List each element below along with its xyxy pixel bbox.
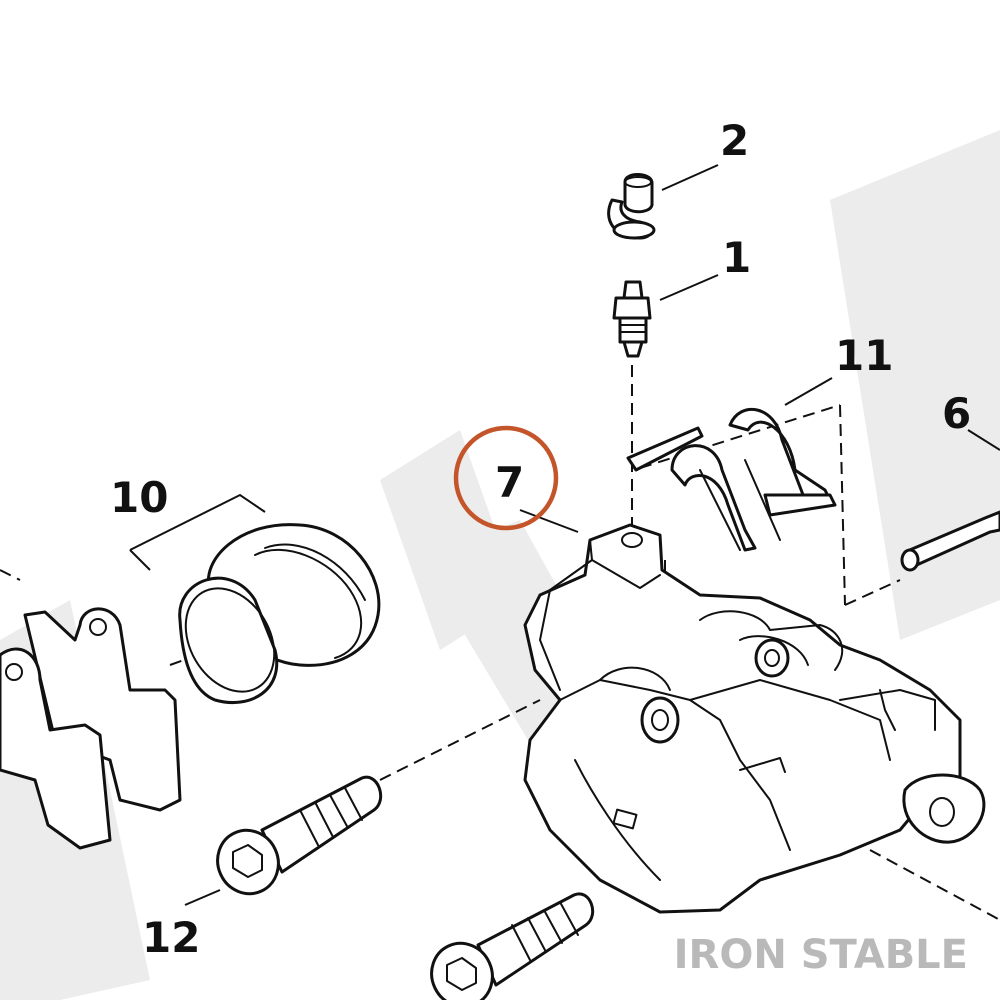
part-1-bleeder-valve <box>612 280 652 358</box>
highlight-circle <box>453 425 559 531</box>
callout-10: 10 <box>110 473 168 522</box>
brake-pad <box>0 607 182 850</box>
callout-1: 1 <box>722 233 751 282</box>
callout-2: 2 <box>720 116 749 165</box>
callout-12: 12 <box>142 913 200 962</box>
part-7-caliper-body <box>523 523 986 914</box>
part-6-pin <box>900 510 1000 572</box>
leader-lines <box>129 164 1000 906</box>
callout-6: 6 <box>942 389 971 438</box>
part-12-bolt <box>216 775 383 896</box>
callout-11: 11 <box>835 331 893 380</box>
brand-logo-text: IRON STABLE <box>674 932 968 978</box>
part-11-pad-spring <box>626 407 837 552</box>
callout-7: 7 <box>495 458 524 507</box>
part-10-piston <box>178 523 381 705</box>
part-2-bleeder-cap <box>607 173 656 240</box>
background-watermark <box>0 130 1000 1000</box>
part-12-bolt-lower <box>430 892 595 1000</box>
